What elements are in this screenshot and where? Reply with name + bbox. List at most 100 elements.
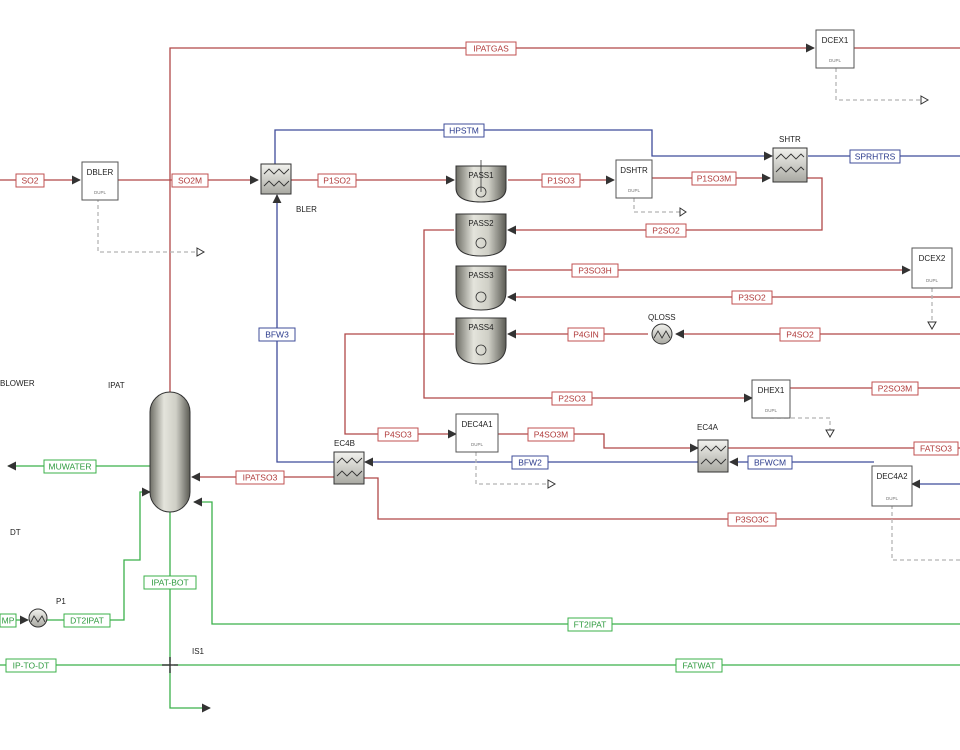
svg-text:MP: MP bbox=[2, 616, 15, 626]
label-sprhtrs[interactable]: SPRHTRS bbox=[849, 149, 901, 164]
label-dt2ipat[interactable]: DT2IPAT bbox=[63, 613, 111, 628]
dhex1-label: DHEX1 bbox=[758, 386, 785, 395]
dbler-block[interactable]: DBLER DUPL bbox=[81, 161, 119, 201]
label-so2m[interactable]: SO2M bbox=[171, 173, 209, 188]
label-p3so3c[interactable]: P3SO3C bbox=[727, 512, 777, 527]
stream-dt2ipat-line[interactable] bbox=[46, 487, 151, 621]
label-p3so2[interactable]: P3SO2 bbox=[731, 290, 773, 305]
is1-splitter[interactable] bbox=[162, 657, 178, 673]
svg-text:IPATSO3: IPATSO3 bbox=[243, 473, 278, 483]
pass1-reactor[interactable] bbox=[455, 160, 507, 203]
dcex2-block[interactable]: DCEX2 DUPL bbox=[911, 247, 953, 289]
pass2-reactor[interactable] bbox=[455, 213, 507, 257]
dec4a1-label: DEC4A1 bbox=[461, 420, 493, 429]
svg-text:BFW2: BFW2 bbox=[518, 458, 542, 468]
svg-text:BFWCM: BFWCM bbox=[754, 458, 786, 468]
label-p2so2[interactable]: P2SO2 bbox=[645, 223, 687, 238]
spec-dec4a2-link bbox=[891, 505, 960, 561]
svg-text:P1SO2: P1SO2 bbox=[323, 176, 351, 186]
pass1-label: PASS1 bbox=[468, 171, 494, 180]
p1-pump[interactable] bbox=[28, 608, 48, 628]
label-p4so2[interactable]: P4SO2 bbox=[779, 327, 821, 342]
label-mp[interactable]: MP bbox=[0, 613, 17, 628]
svg-text:IP-TO-DT: IP-TO-DT bbox=[13, 661, 50, 671]
svg-text:DUPL: DUPL bbox=[886, 496, 899, 501]
spec-dshtr-link bbox=[633, 198, 680, 213]
spec-arrow-dhex1 bbox=[825, 429, 835, 439]
spec-dec4a1-link bbox=[475, 452, 548, 485]
stream-is1-down-line[interactable] bbox=[169, 668, 211, 713]
label-ft2ipat[interactable]: FT2IPAT bbox=[567, 617, 613, 632]
svg-text:SO2M: SO2M bbox=[178, 176, 202, 186]
dec4a2-block[interactable]: DEC4A2 DUPL bbox=[871, 465, 913, 507]
label-muwater[interactable]: MUWATER bbox=[43, 459, 97, 474]
label-p4so3m[interactable]: P4SO3M bbox=[527, 427, 575, 442]
label-bfw3[interactable]: BFW3 bbox=[258, 327, 296, 342]
label-p4gin[interactable]: P4GIN bbox=[567, 327, 605, 342]
label-p4so3[interactable]: P4SO3 bbox=[377, 427, 419, 442]
ec4b-name: EC4B bbox=[334, 439, 355, 448]
label-hpstm[interactable]: HPSTM bbox=[443, 123, 485, 138]
dhex1-block[interactable]: DHEX1 DUPL bbox=[751, 379, 791, 419]
svg-text:P4GIN: P4GIN bbox=[573, 330, 599, 340]
stream-ft2ipat-line[interactable] bbox=[193, 497, 960, 625]
svg-text:DUPL: DUPL bbox=[829, 58, 842, 63]
qloss-heater[interactable] bbox=[651, 323, 673, 345]
label-ipat-bot[interactable]: IPAT-BOT bbox=[143, 575, 197, 590]
svg-text:P2SO2: P2SO2 bbox=[652, 226, 680, 236]
label-ip-to-dt[interactable]: IP-TO-DT bbox=[5, 658, 57, 673]
label-ipatgas[interactable]: IPATGAS bbox=[465, 41, 517, 56]
p1-name: P1 bbox=[56, 597, 66, 606]
svg-text:FATSO3: FATSO3 bbox=[920, 444, 952, 454]
label-p2so3[interactable]: P2SO3 bbox=[551, 391, 593, 406]
stream-hpstm-line[interactable] bbox=[274, 129, 773, 164]
svg-text:DUPL: DUPL bbox=[94, 190, 107, 195]
svg-text:P3SO2: P3SO2 bbox=[738, 293, 766, 303]
dcex2-label: DCEX2 bbox=[919, 254, 946, 263]
dec4a2-label: DEC4A2 bbox=[876, 472, 908, 481]
svg-text:P2SO3M: P2SO3M bbox=[878, 384, 913, 394]
ipat-column[interactable] bbox=[149, 391, 191, 513]
svg-text:P4SO3: P4SO3 bbox=[384, 430, 412, 440]
svg-text:BFW3: BFW3 bbox=[265, 330, 289, 340]
ec4a-name: EC4A bbox=[697, 423, 719, 432]
svg-text:DUPL: DUPL bbox=[926, 278, 939, 283]
label-p3so3h[interactable]: P3SO3H bbox=[571, 263, 619, 278]
dec4a1-block[interactable]: DEC4A1 DUPL bbox=[455, 413, 499, 453]
spec-dbler-link bbox=[97, 198, 196, 253]
label-bfw2[interactable]: BFW2 bbox=[511, 455, 549, 470]
dshtr-block[interactable]: DSHTR DUPL bbox=[615, 159, 653, 199]
pass4-reactor[interactable] bbox=[455, 317, 507, 365]
svg-text:DUPL: DUPL bbox=[765, 408, 778, 413]
dbler-label: DBLER bbox=[87, 168, 114, 177]
dcex1-block[interactable]: DCEX1 DUPL bbox=[815, 29, 855, 69]
svg-text:SPRHTRS: SPRHTRS bbox=[855, 152, 896, 162]
label-p2so3m[interactable]: P2SO3M bbox=[871, 381, 919, 396]
svg-text:P1SO3: P1SO3 bbox=[547, 176, 575, 186]
shtr-name: SHTR bbox=[779, 135, 801, 144]
stream-bfw3-line[interactable] bbox=[272, 194, 335, 463]
ec4b-heat-exchanger[interactable] bbox=[333, 451, 365, 485]
svg-text:P3SO3H: P3SO3H bbox=[578, 266, 612, 276]
label-fatwat[interactable]: FATWAT bbox=[675, 658, 723, 673]
svg-text:IPAT-BOT: IPAT-BOT bbox=[151, 578, 188, 588]
spec-arrow-dcex1 bbox=[920, 95, 930, 105]
label-ipatso3[interactable]: IPATSO3 bbox=[235, 470, 285, 485]
label-fatso3[interactable]: FATSO3 bbox=[913, 441, 959, 456]
bler-heat-exchanger[interactable] bbox=[260, 163, 292, 195]
shtr-heat-exchanger[interactable] bbox=[772, 147, 808, 183]
spec-arrow-dcex2 bbox=[927, 321, 937, 331]
svg-text:P3SO3C: P3SO3C bbox=[735, 515, 769, 525]
label-p1so3m[interactable]: P1SO3M bbox=[691, 171, 737, 186]
stream-p4so3-line[interactable] bbox=[344, 333, 457, 439]
label-bfwcm[interactable]: BFWCM bbox=[747, 455, 793, 470]
label-p1so3[interactable]: P1SO3 bbox=[541, 173, 581, 188]
stream-ipatgas-line[interactable] bbox=[169, 43, 815, 392]
label-p1so2[interactable]: P1SO2 bbox=[317, 173, 357, 188]
stream-p3so3c-line[interactable] bbox=[364, 477, 960, 520]
ec4a-heat-exchanger[interactable] bbox=[697, 439, 729, 473]
svg-text:MUWATER: MUWATER bbox=[49, 462, 92, 472]
label-so2[interactable]: SO2 bbox=[15, 173, 45, 188]
pass3-reactor[interactable] bbox=[455, 265, 507, 311]
